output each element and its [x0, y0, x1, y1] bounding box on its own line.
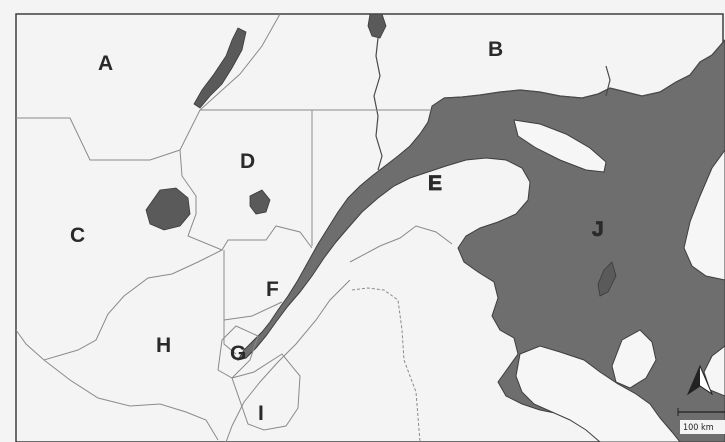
- label-i: I: [258, 402, 264, 425]
- border-a-d: [179, 13, 281, 151]
- label-h: H: [156, 334, 171, 357]
- island-right-edge: [683, 149, 725, 281]
- border-c-h: [15, 249, 223, 361]
- lake-c: [145, 187, 191, 231]
- border-se-land: [349, 225, 453, 263]
- island-east: [611, 329, 657, 389]
- label-a: A: [98, 52, 113, 75]
- scale-bar: 100 km: [677, 408, 725, 434]
- lake-a: [193, 27, 247, 109]
- label-j: J: [592, 218, 604, 241]
- north-arrow-icon: [686, 364, 714, 396]
- scale-bar-text: 100 km: [683, 423, 714, 433]
- border-i: [231, 353, 301, 431]
- lake-d: [249, 189, 271, 215]
- border-lower-river: [225, 279, 351, 442]
- border-f-e: [223, 301, 283, 321]
- border-f-h: [223, 250, 237, 355]
- label-f: F: [266, 278, 279, 301]
- label-g: G: [230, 342, 246, 365]
- north-river: [373, 37, 383, 171]
- island-anticosti: [513, 119, 607, 173]
- border-g: [217, 325, 259, 379]
- border-a-c: [16, 117, 181, 161]
- island-small: [597, 261, 617, 297]
- river-b: [605, 65, 611, 97]
- lake-top-river: [367, 13, 387, 39]
- label-b: B: [488, 38, 503, 61]
- label-d: D: [240, 150, 255, 173]
- label-c: C: [70, 224, 85, 247]
- north-coast: [443, 39, 725, 99]
- border-h-south: [43, 359, 219, 441]
- peninsula-south: [515, 345, 681, 442]
- island-right-lower: [703, 345, 725, 397]
- label-e: E: [428, 172, 442, 195]
